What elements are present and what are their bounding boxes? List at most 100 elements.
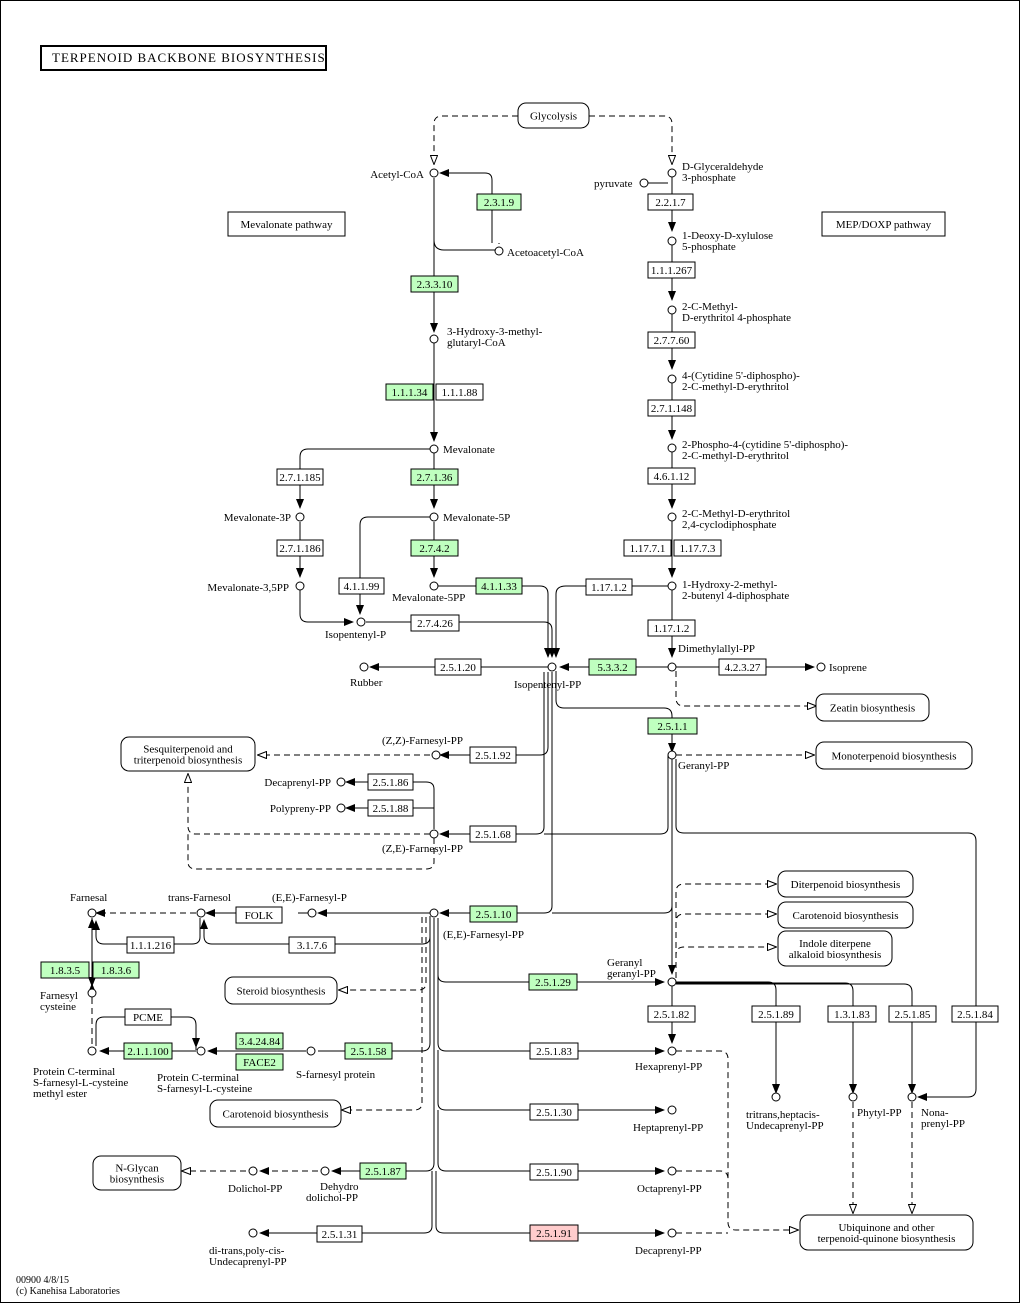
enzyme-label-e25182[interactable]: 2.5.1.82 xyxy=(654,1009,690,1021)
enzyme-label-e25186[interactable]: 2.5.1.86 xyxy=(373,777,409,789)
pathway-label-glycolysis[interactable]: Glycolysis xyxy=(530,111,577,123)
enzyme-label-e11773[interactable]: 1.17.7.3 xyxy=(680,543,716,555)
pathway-box-diterpenoid[interactable] xyxy=(777,870,914,898)
enzyme-box-e25130[interactable] xyxy=(529,1103,579,1121)
compound-mep[interactable] xyxy=(667,305,677,315)
pathway-label-steroid[interactable]: Steroid biosynthesis xyxy=(237,986,326,998)
enzyme-box-e41199[interactable] xyxy=(338,577,385,595)
enzyme-box-e5332[interactable] xyxy=(588,658,637,676)
compound-acetoacetyl-coa[interactable] xyxy=(494,246,504,256)
enzyme-box-e25120[interactable] xyxy=(434,658,482,676)
enzyme-label-e25189[interactable]: 2.5.1.89 xyxy=(758,1009,794,1021)
pathway-label-carotenoid1[interactable]: Carotenoid biosynthesis xyxy=(792,910,898,922)
enzyme-label-e5332[interactable]: 5.3.3.2 xyxy=(597,662,627,674)
enzyme-label-e27426[interactable]: 2.7.4.26 xyxy=(417,618,453,630)
pathway-label-carotenoid2[interactable]: Carotenoid biosynthesis xyxy=(222,1109,328,1121)
pathway-box-carotenoid1[interactable] xyxy=(777,901,914,929)
compound-gap[interactable] xyxy=(667,168,677,178)
compound-ggpp[interactable] xyxy=(667,977,677,987)
enzyme-box-e271148[interactable] xyxy=(647,399,696,417)
compound-farnesal[interactable] xyxy=(87,908,97,918)
enzyme-box-e41133[interactable] xyxy=(475,577,523,595)
compound-phytyl-pp[interactable] xyxy=(848,1092,858,1102)
enzyme-label-e25184[interactable]: 2.5.1.84 xyxy=(957,1009,993,1021)
pathway-label-monoterpenoid[interactable]: Monoterpenoid biosynthesis xyxy=(832,751,957,763)
enzyme-box-e25158[interactable] xyxy=(344,1042,393,1060)
compound-mevalonate[interactable] xyxy=(429,444,439,454)
compound-decaprenyl-pp-2[interactable] xyxy=(667,1228,677,1238)
enzyme-label-e25168[interactable]: 2.5.1.68 xyxy=(475,829,511,841)
enzyme-label-e3176[interactable]: 3.1.7.6 xyxy=(297,940,328,952)
compound-pc-sfarnesyl[interactable] xyxy=(196,1046,206,1056)
enzyme-box-e25187[interactable] xyxy=(359,1162,407,1180)
enzyme-box-e25182[interactable] xyxy=(647,1005,696,1023)
pathway-box-ubiquinone1[interactable] xyxy=(799,1214,974,1251)
compound-polyprenyl-pp[interactable] xyxy=(336,803,346,813)
enzyme-box-e11134[interactable] xyxy=(385,383,434,401)
enzyme-label-e13183[interactable]: 1.3.1.83 xyxy=(834,1009,870,1021)
enzyme-label-folk[interactable]: FOLK xyxy=(245,910,274,922)
enzyme-box-e111267[interactable] xyxy=(647,261,696,279)
enzyme-box-e25184[interactable] xyxy=(951,1005,999,1023)
enzyme-label-e27136[interactable]: 2.7.1.36 xyxy=(417,472,453,484)
compound-hmg-coa[interactable] xyxy=(429,334,439,344)
compound-farnesyl-cysteine[interactable] xyxy=(87,988,97,998)
enzyme-label-face2[interactable]: FACE2 xyxy=(243,1057,276,1069)
compound-s-farnesyl-protein[interactable] xyxy=(306,1046,316,1056)
compound-cdp-me[interactable] xyxy=(667,374,677,384)
enzyme-label-e1836[interactable]: 1.8.3.6 xyxy=(101,965,132,977)
pathway-label-sesqui1[interactable]: Sesquiterpenoid and xyxy=(143,744,233,756)
pathway-box-zeatin[interactable] xyxy=(815,693,930,722)
enzyme-label-e25185[interactable]: 2.5.1.85 xyxy=(895,1009,931,1021)
compound-ee-fpp[interactable] xyxy=(429,908,439,918)
enzyme-box-face2[interactable] xyxy=(235,1053,284,1071)
enzyme-label-e42327[interactable]: 4.2.3.27 xyxy=(725,662,761,674)
enzyme-box-e25191[interactable] xyxy=(529,1224,579,1242)
enzyme-label-e25192[interactable]: 2.5.1.92 xyxy=(475,750,511,762)
enzyme-box-e1835[interactable] xyxy=(40,961,90,979)
compound-undecaprenyl-pp-2[interactable] xyxy=(248,1228,258,1238)
enzyme-box-e3176[interactable] xyxy=(288,936,336,954)
enzyme-label-e271185[interactable]: 2.7.1.185 xyxy=(279,472,321,484)
pathway-box-glycolysis[interactable] xyxy=(517,102,590,129)
pathway-label-indole1[interactable]: Indole diterpene xyxy=(799,938,871,950)
enzyme-box-e13183[interactable] xyxy=(827,1005,877,1023)
compound-decaprenyl-pp-1[interactable] xyxy=(336,777,346,787)
enzyme-box-e11712[interactable] xyxy=(585,578,633,596)
enzyme-box-e42327[interactable] xyxy=(718,658,767,676)
pathway-label-nglycan2[interactable]: biosynthesis xyxy=(110,1174,164,1186)
enzyme-box-e11188[interactable] xyxy=(435,383,484,401)
compound-pyruvate[interactable] xyxy=(639,178,649,188)
enzyme-label-pcme[interactable]: PCME xyxy=(133,1012,163,1024)
enzyme-box-e25189[interactable] xyxy=(751,1005,801,1023)
pathway-box-carotenoid2[interactable] xyxy=(209,1099,342,1128)
enzyme-label-e271148[interactable]: 2.7.1.148 xyxy=(651,403,693,415)
enzyme-box-e25183[interactable] xyxy=(529,1042,579,1060)
enzyme-label-e27760[interactable]: 2.7.7.60 xyxy=(654,335,690,347)
enzyme-label-e2511[interactable]: 2.5.1.1 xyxy=(657,721,687,733)
compound-ze-fpp[interactable] xyxy=(429,829,439,839)
enzyme-box-e25190[interactable] xyxy=(529,1163,579,1181)
enzyme-box-e271186[interactable] xyxy=(276,539,324,557)
enzyme-box-e2742[interactable] xyxy=(410,539,459,557)
pathway-box-mevalonate[interactable] xyxy=(227,211,346,237)
pathway-label-diterpenoid[interactable]: Diterpenoid biosynthesis xyxy=(791,879,901,891)
enzyme-box-e25129[interactable] xyxy=(528,973,578,991)
enzyme-box-e111216[interactable] xyxy=(126,936,175,954)
enzyme-label-e23310[interactable]: 2.3.3.10 xyxy=(417,279,453,291)
enzyme-box-e25110[interactable] xyxy=(469,905,518,923)
enzyme-box-e11712b[interactable] xyxy=(647,619,696,637)
pathway-label-mep[interactable]: MEP/DOXP pathway xyxy=(836,219,932,231)
enzyme-label-e11771[interactable]: 1.17.7.1 xyxy=(630,543,666,555)
compound-dxp[interactable] xyxy=(667,236,677,246)
enzyme-box-e2217[interactable] xyxy=(647,193,694,211)
enzyme-label-e211100[interactable]: 2.1.1.100 xyxy=(127,1046,169,1058)
enzyme-label-e25188[interactable]: 2.5.1.88 xyxy=(373,803,409,815)
enzyme-box-e11771[interactable] xyxy=(623,539,672,557)
enzyme-label-e342484[interactable]: 3.4.24.84 xyxy=(239,1036,281,1048)
compound-isopentenyl-pp[interactable] xyxy=(547,662,557,672)
enzyme-box-e25131[interactable] xyxy=(316,1225,363,1243)
enzyme-box-e25185[interactable] xyxy=(888,1005,937,1023)
enzyme-box-e25188[interactable] xyxy=(367,799,414,817)
compound-dmapp[interactable] xyxy=(667,662,677,672)
